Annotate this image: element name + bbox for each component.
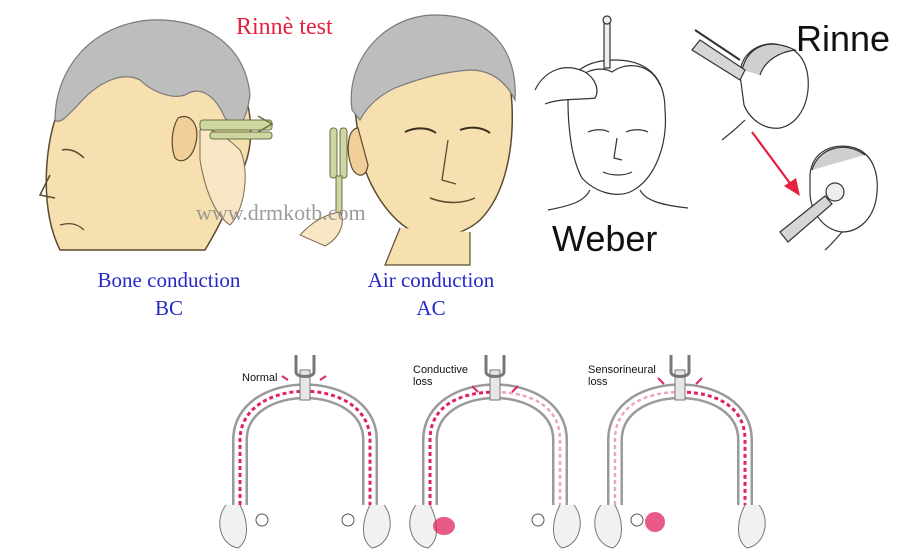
conductive-loss-line1: Conductive bbox=[413, 364, 468, 376]
sensorineural-loss-line2: loss bbox=[588, 376, 656, 388]
bone-conduction-label: Bone conduction BC bbox=[88, 266, 250, 322]
rinne-arrow bbox=[752, 132, 800, 196]
air-conduction-abbr: AC bbox=[356, 294, 506, 322]
rinne-head-upper bbox=[692, 30, 808, 140]
sensorineural-loss-line1: Sensorineural bbox=[588, 364, 656, 376]
bone-conduction-text: Bone conduction bbox=[88, 266, 250, 294]
rinne-label: Rinne bbox=[796, 18, 890, 60]
air-conduction-head bbox=[300, 15, 515, 265]
watermark: www.drmkotb.com bbox=[196, 200, 366, 226]
bone-conduction-abbr: BC bbox=[88, 294, 250, 322]
normal-panel-label: Normal bbox=[242, 372, 277, 384]
sensorineural-loss-label: Sensorineural loss bbox=[588, 364, 656, 388]
weber-label: Weber bbox=[552, 218, 657, 260]
weber-head bbox=[535, 16, 688, 210]
air-conduction-text: Air conduction bbox=[356, 266, 506, 294]
air-conduction-label: Air conduction AC bbox=[356, 266, 506, 322]
conductive-loss-label: Conductive loss bbox=[413, 364, 468, 388]
conductive-loss-line2: loss bbox=[413, 376, 468, 388]
rinne-test-title: Rinnè test bbox=[236, 14, 333, 41]
rinne-head-lower bbox=[780, 146, 877, 250]
